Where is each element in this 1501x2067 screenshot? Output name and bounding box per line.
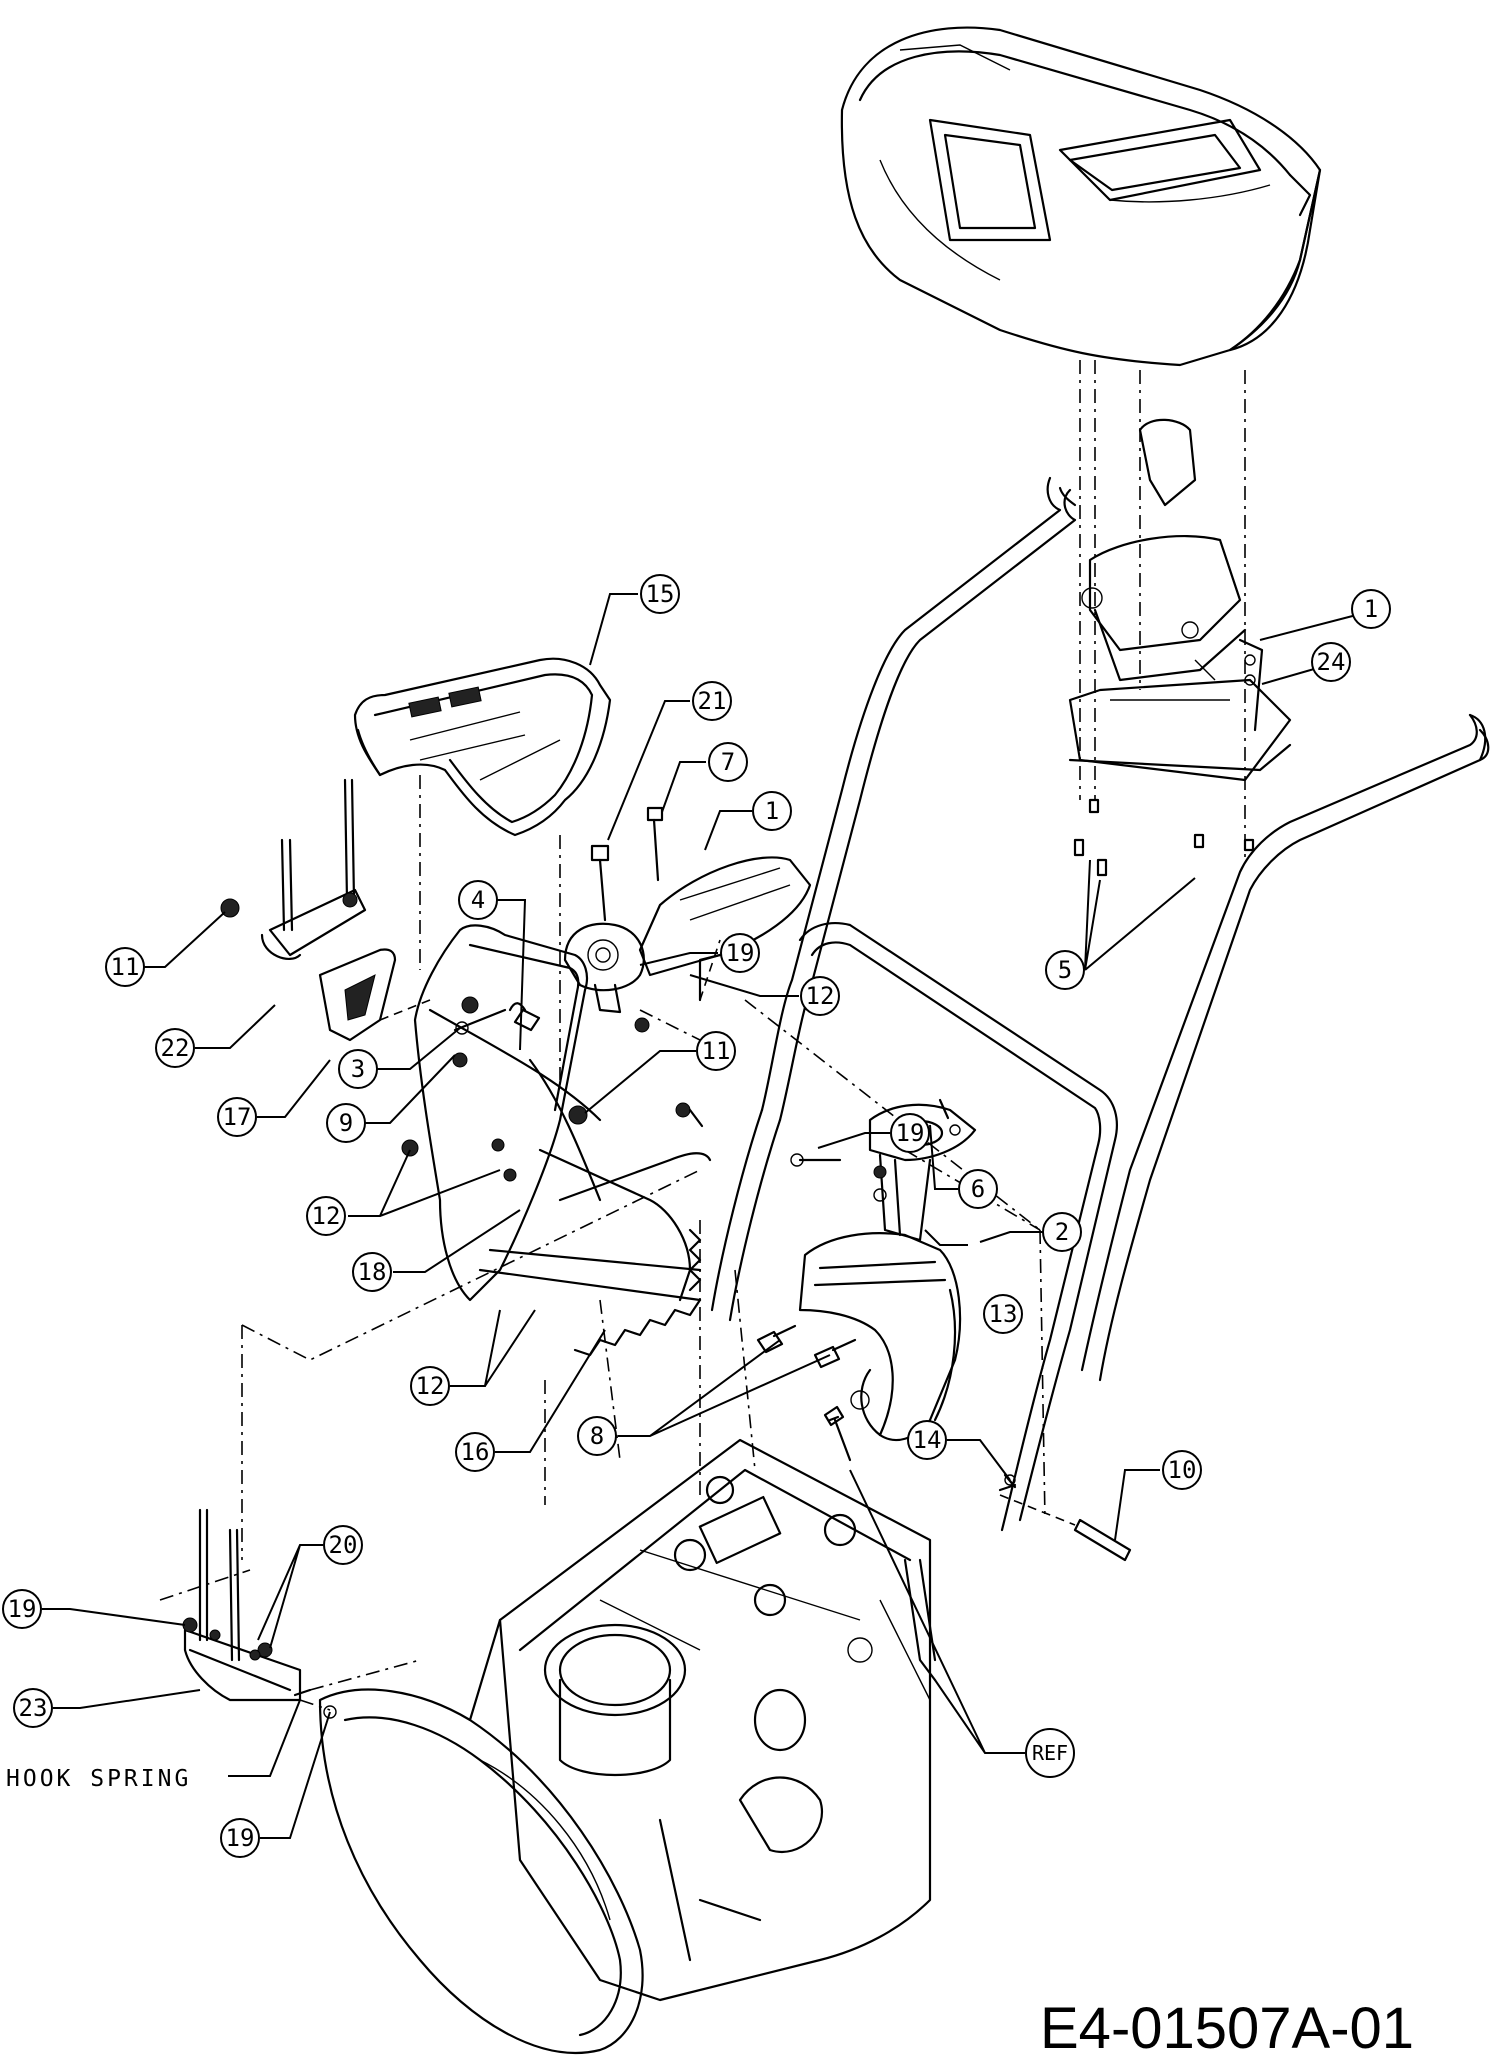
chute-hardware	[401, 1002, 704, 1157]
callout-label: 7	[721, 748, 735, 776]
callout-label: 11	[111, 953, 140, 981]
callout-label: 12	[806, 982, 835, 1010]
callout-label: 1	[765, 797, 779, 825]
callout-label: 11	[702, 1037, 731, 1065]
lower-handle	[699, 922, 1118, 1532]
chute-flange-bracket	[790, 1098, 977, 1242]
callout-23: 23	[13, 1688, 53, 1728]
callout-14: 14	[907, 1420, 947, 1460]
callout-label: 22	[161, 1034, 190, 1062]
callout-21: 21	[692, 681, 732, 721]
chute-deflector	[353, 657, 612, 837]
callout-17: 17	[217, 1097, 257, 1137]
shift-lever-assembly	[1068, 418, 1292, 782]
callout-label: 19	[8, 1595, 37, 1623]
callout-label: 9	[339, 1109, 353, 1137]
callout-3: 3	[338, 1049, 378, 1089]
knob-hardware	[590, 806, 664, 1033]
callout-label: 20	[329, 1531, 358, 1559]
leader-lines	[42, 593, 1369, 1839]
hook-spring-label: HOOK SPRING	[6, 1766, 191, 1792]
callout-label: 19	[726, 939, 755, 967]
callout-label: 10	[1168, 1456, 1197, 1484]
callout-18: 18	[352, 1252, 392, 1292]
callout-label: 16	[461, 1438, 490, 1466]
callout-ref: REF	[1025, 1728, 1075, 1778]
callout-12-left: 12	[306, 1196, 346, 1236]
callout-label: 5	[1058, 956, 1072, 984]
callout-label: 15	[646, 580, 675, 608]
callout-label: 18	[358, 1258, 387, 1286]
callout-15: 15	[640, 574, 680, 614]
callout-7: 7	[708, 742, 748, 782]
callout-label: REF	[1032, 1741, 1068, 1765]
callout-11-center: 11	[696, 1031, 736, 1071]
callout-19-bracket: 19	[890, 1113, 930, 1153]
callout-9: 9	[326, 1103, 366, 1143]
callout-label: 1	[1364, 595, 1378, 623]
callout-4: 4	[458, 880, 498, 920]
callout-24: 24	[1311, 642, 1351, 682]
bracket-bolts	[1073, 798, 1255, 877]
chute-body	[413, 924, 712, 1357]
callout-12-bottom: 12	[410, 1366, 450, 1406]
callout-10: 10	[1162, 1450, 1202, 1490]
callout-label: 14	[913, 1426, 942, 1454]
callout-label: 6	[971, 1175, 985, 1203]
lower-chute	[798, 1232, 962, 1442]
chute-crank-rods	[220, 778, 367, 961]
drawing-code: E4-01507A-01	[1040, 1996, 1414, 2061]
callout-1-console: 1	[1351, 589, 1391, 629]
callout-label: 24	[1317, 648, 1346, 676]
callout-label: 23	[19, 1694, 48, 1722]
callout-label: 2	[1055, 1218, 1069, 1246]
callout-19-knob: 19	[720, 933, 760, 973]
dash-panel	[840, 26, 1322, 367]
callout-label: 8	[590, 1422, 604, 1450]
callout-label: 19	[226, 1824, 255, 1852]
callout-label: 21	[698, 687, 727, 715]
callout-5: 5	[1045, 950, 1085, 990]
gear-housing	[498, 1438, 932, 2002]
callout-19-bottom-left: 19	[2, 1589, 42, 1629]
dash-assembly-lines	[1079, 360, 1246, 860]
callout-label: 3	[351, 1055, 365, 1083]
callout-8: 8	[577, 1416, 617, 1456]
upper-handle	[760, 476, 1490, 1382]
callout-19-bottom: 19	[220, 1818, 260, 1858]
callout-22: 22	[155, 1028, 195, 1068]
crank-bracket	[318, 948, 431, 1042]
callout-16: 16	[455, 1432, 495, 1472]
bottom-bracket	[182, 1508, 312, 1702]
hook-spring-part	[323, 1705, 337, 1719]
callout-label: 19	[896, 1119, 925, 1147]
auger-housing	[318, 1618, 644, 2055]
callout-12-right: 12	[800, 976, 840, 1016]
chute-assembly-lines	[544, 999, 1046, 1521]
callout-20: 20	[323, 1525, 363, 1565]
bottom-assembly-lines	[159, 1169, 701, 1711]
callout-label: 12	[312, 1202, 341, 1230]
chute-bolts	[756, 1324, 857, 1422]
callout-2: 2	[1042, 1212, 1082, 1252]
callout-label: 13	[989, 1300, 1018, 1328]
chute-control-knob	[563, 856, 812, 1014]
callout-13: 13	[983, 1294, 1023, 1334]
callout-label: 12	[416, 1372, 445, 1400]
callout-6: 6	[958, 1169, 998, 1209]
callout-label: 4	[471, 886, 485, 914]
callout-label: 17	[223, 1103, 252, 1131]
callout-11-crank: 11	[105, 947, 145, 987]
callout-1-chute: 1	[752, 791, 792, 831]
